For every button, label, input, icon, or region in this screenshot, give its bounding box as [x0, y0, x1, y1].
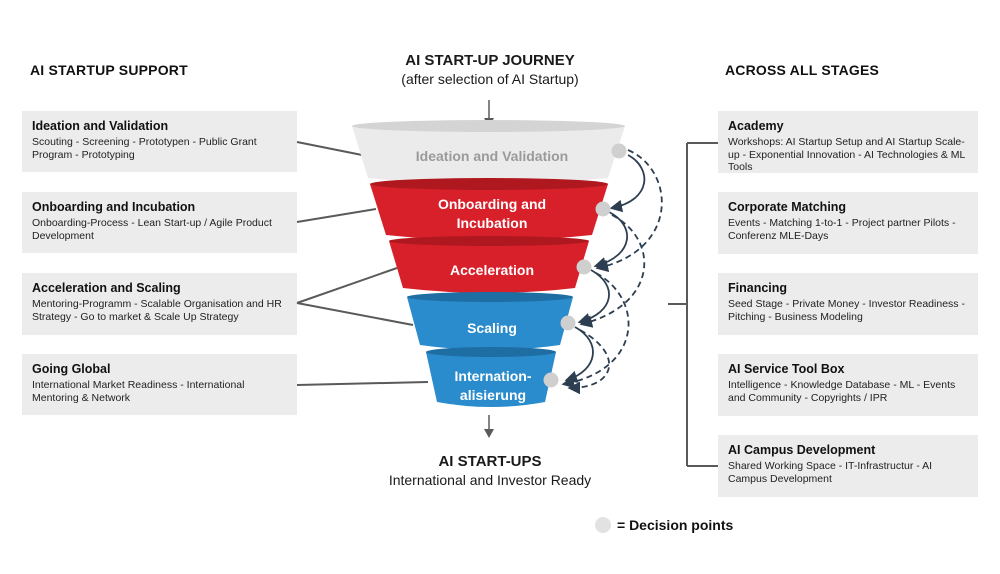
- right-box-title: Academy: [728, 119, 784, 133]
- left-box-title: Going Global: [32, 362, 111, 376]
- stage-label-internation-1: Internation-: [455, 368, 532, 384]
- left-box-acceleration: Acceleration and Scaling Mentoring-Progr…: [22, 273, 297, 335]
- right-box-financing: Financing Seed Stage - Private Money - I…: [718, 273, 978, 335]
- journey-subtitle: (after selection of AI Startup): [401, 71, 579, 87]
- right-box-title: AI Service Tool Box: [728, 362, 845, 376]
- legend-decision-point-icon: [595, 517, 611, 533]
- funnel-stage-onboarding: [370, 178, 608, 241]
- funnel-stage-acceleration: [389, 236, 589, 293]
- left-heading: AI STARTUP SUPPORT: [30, 62, 188, 78]
- right-box-desc: Workshops: AI Startup Setup and AI Start…: [728, 136, 965, 173]
- left-box-desc: International Market Readiness - Interna…: [32, 379, 245, 404]
- right-box-desc: Events - Matching 1-to-1 - Project partn…: [728, 217, 956, 242]
- right-box-academy: Academy Workshops: AI Startup Setup and …: [718, 111, 978, 173]
- left-box-ideation: Ideation and Validation Scouting - Scree…: [22, 111, 297, 172]
- decision-point-3: [576, 259, 592, 275]
- right-bracket: [668, 142, 718, 467]
- left-box-title: Acceleration and Scaling: [32, 281, 181, 295]
- funnel-stage-ideation: [352, 120, 625, 184]
- right-box-corporate-matching: Corporate Matching Events - Matching 1-t…: [718, 192, 978, 254]
- decision-points: [543, 143, 627, 388]
- feedback-arrows-dashed: [561, 149, 663, 395]
- right-box-tool-box: AI Service Tool Box Intelligence - Knowl…: [718, 354, 978, 416]
- stage-label-onboarding-1: Onboarding and: [438, 196, 546, 212]
- result-title-block: AI START-UPS International and Investor …: [380, 453, 600, 488]
- result-title: AI START-UPS: [438, 453, 542, 470]
- left-box-onboarding: Onboarding and Incubation Onboarding-Pro…: [22, 192, 297, 253]
- left-box-title: Onboarding and Incubation: [32, 200, 196, 214]
- legend-label: = Decision points: [617, 517, 734, 533]
- right-box-desc: Seed Stage - Private Money - Investor Re…: [728, 298, 965, 323]
- left-connectors: [296, 141, 429, 386]
- right-box-title: Corporate Matching: [728, 200, 847, 214]
- result-subtitle: International and Investor Ready: [388, 472, 592, 488]
- funnel-stage-scaling: [407, 292, 573, 350]
- stage-label-onboarding-2: Incubation: [457, 215, 528, 231]
- left-box-desc: Scouting - Screening - Prototypen - Publ…: [32, 136, 257, 161]
- journey-title-block: AI START-UP JOURNEY (after selection of …: [380, 52, 600, 87]
- stage-label-scaling: Scaling: [467, 320, 517, 336]
- decision-point-1: [611, 143, 627, 159]
- funnel-stage-internationalisation: [426, 347, 556, 407]
- right-box-desc: Shared Working Space - IT-Infrastructur …: [728, 460, 933, 485]
- left-box-going-global: Going Global International Market Readin…: [22, 354, 297, 415]
- right-box-title: Financing: [728, 281, 788, 295]
- right-box-title: AI Campus Development: [728, 443, 876, 457]
- stage-label-acceleration: Acceleration: [450, 262, 534, 278]
- stage-label-ideation: Ideation and Validation: [416, 148, 568, 164]
- left-box-desc: Onboarding-Process - Lean Start-up / Agi…: [32, 217, 272, 242]
- right-heading: ACROSS ALL STAGES: [725, 62, 880, 78]
- left-box-title: Ideation and Validation: [32, 119, 169, 133]
- decision-point-4: [560, 315, 576, 331]
- journey-title: AI START-UP JOURNEY: [405, 52, 575, 69]
- right-box-campus: AI Campus Development Shared Working Spa…: [718, 435, 978, 497]
- decision-point-2: [595, 201, 611, 217]
- stage-label-internation-2: alisierung: [460, 387, 526, 403]
- left-box-desc: Mentoring-Programm - Scalable Organisati…: [32, 298, 282, 323]
- decision-point-5: [543, 372, 559, 388]
- exit-arrowhead: [484, 429, 494, 438]
- right-box-desc: Intelligence - Knowledge Database - ML -…: [728, 379, 956, 404]
